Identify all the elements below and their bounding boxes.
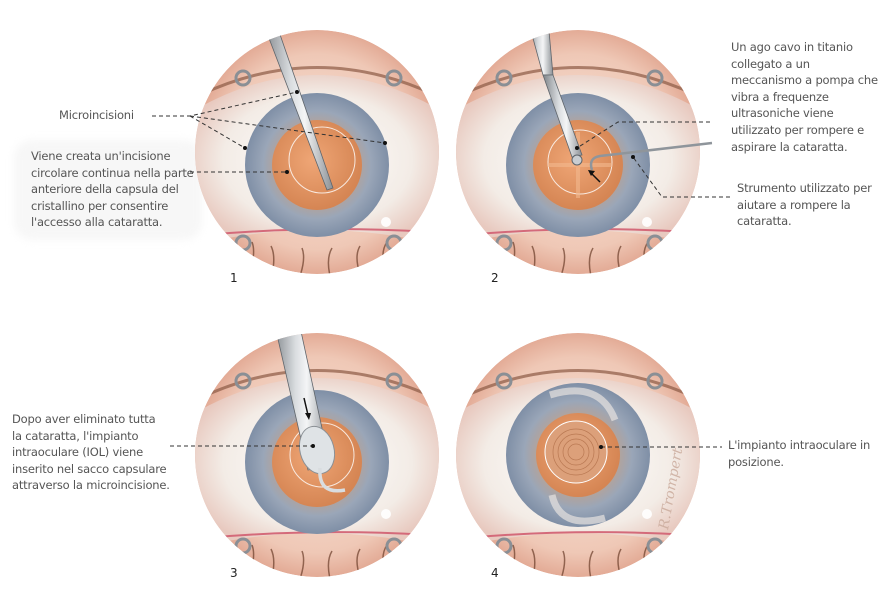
label-line: aiutare a rompere la — [737, 197, 851, 212]
label-line: anteriore della capsula del — [31, 182, 179, 197]
label-line: Viene creata un'incisione — [31, 149, 171, 163]
label-line: L'impianto intraoculare in — [728, 438, 871, 452]
label-line: collegato a un — [731, 56, 810, 71]
label-background — [14, 140, 202, 240]
chopper-instrument — [589, 141, 713, 171]
label-line: vibra a frequenze — [731, 89, 829, 104]
label-line: meccanismo a pompa che — [731, 73, 878, 88]
label-line: inserito nel sacco capsulare — [12, 461, 167, 476]
label-iol-in-position: L'impianto intraoculare in posizione. — [728, 437, 888, 470]
step-number-2: 2 — [491, 271, 499, 285]
label-line: cataratta. — [737, 214, 792, 229]
leader-dots — [243, 90, 635, 449]
label-line: intraoculare (IOL) viene — [12, 445, 143, 460]
label-line: ultrasoniche viene — [731, 106, 834, 121]
label-line: Un ago cavo in titanio — [731, 40, 853, 54]
label-line: cristallino per consentire — [31, 198, 169, 213]
step-number-1: 1 — [230, 271, 238, 285]
eye-step-1 — [195, 30, 439, 274]
eye-step-2 — [456, 30, 700, 274]
eye-step-3 — [195, 333, 439, 577]
eye-step-4 — [456, 333, 700, 577]
label-line: attraverso la microincisione. — [12, 478, 170, 493]
step-number-3: 3 — [230, 566, 238, 580]
label-line: utilizzato per rompere e — [731, 122, 865, 137]
label-line: Strumento utilizzato per — [737, 181, 872, 195]
label-phaco-needle: Un ago cavo in titanio collegato a un me… — [731, 39, 881, 155]
label-iol-insertion: Dopo aver eliminato tutta la cataratta, … — [12, 411, 182, 494]
label-capsulorhexis: Viene creata un'incisione circolare cont… — [31, 148, 201, 231]
label-line: la cataratta, l'impianto — [12, 428, 139, 443]
leader-lines — [152, 91, 730, 448]
label-line: aspirare la cataratta. — [731, 139, 848, 154]
label-line: Dopo aver eliminato tutta — [12, 412, 156, 426]
label-line: l'accesso alla cataratta. — [31, 215, 163, 230]
step-number-4: 4 — [491, 566, 499, 580]
label-chopper: Strumento utilizzato per aiutare a rompe… — [737, 180, 887, 230]
label-line: circolare continua nella parte — [31, 165, 194, 180]
label-line: posizione. — [728, 454, 784, 469]
label-microincisions: Microincisioni — [59, 108, 134, 122]
